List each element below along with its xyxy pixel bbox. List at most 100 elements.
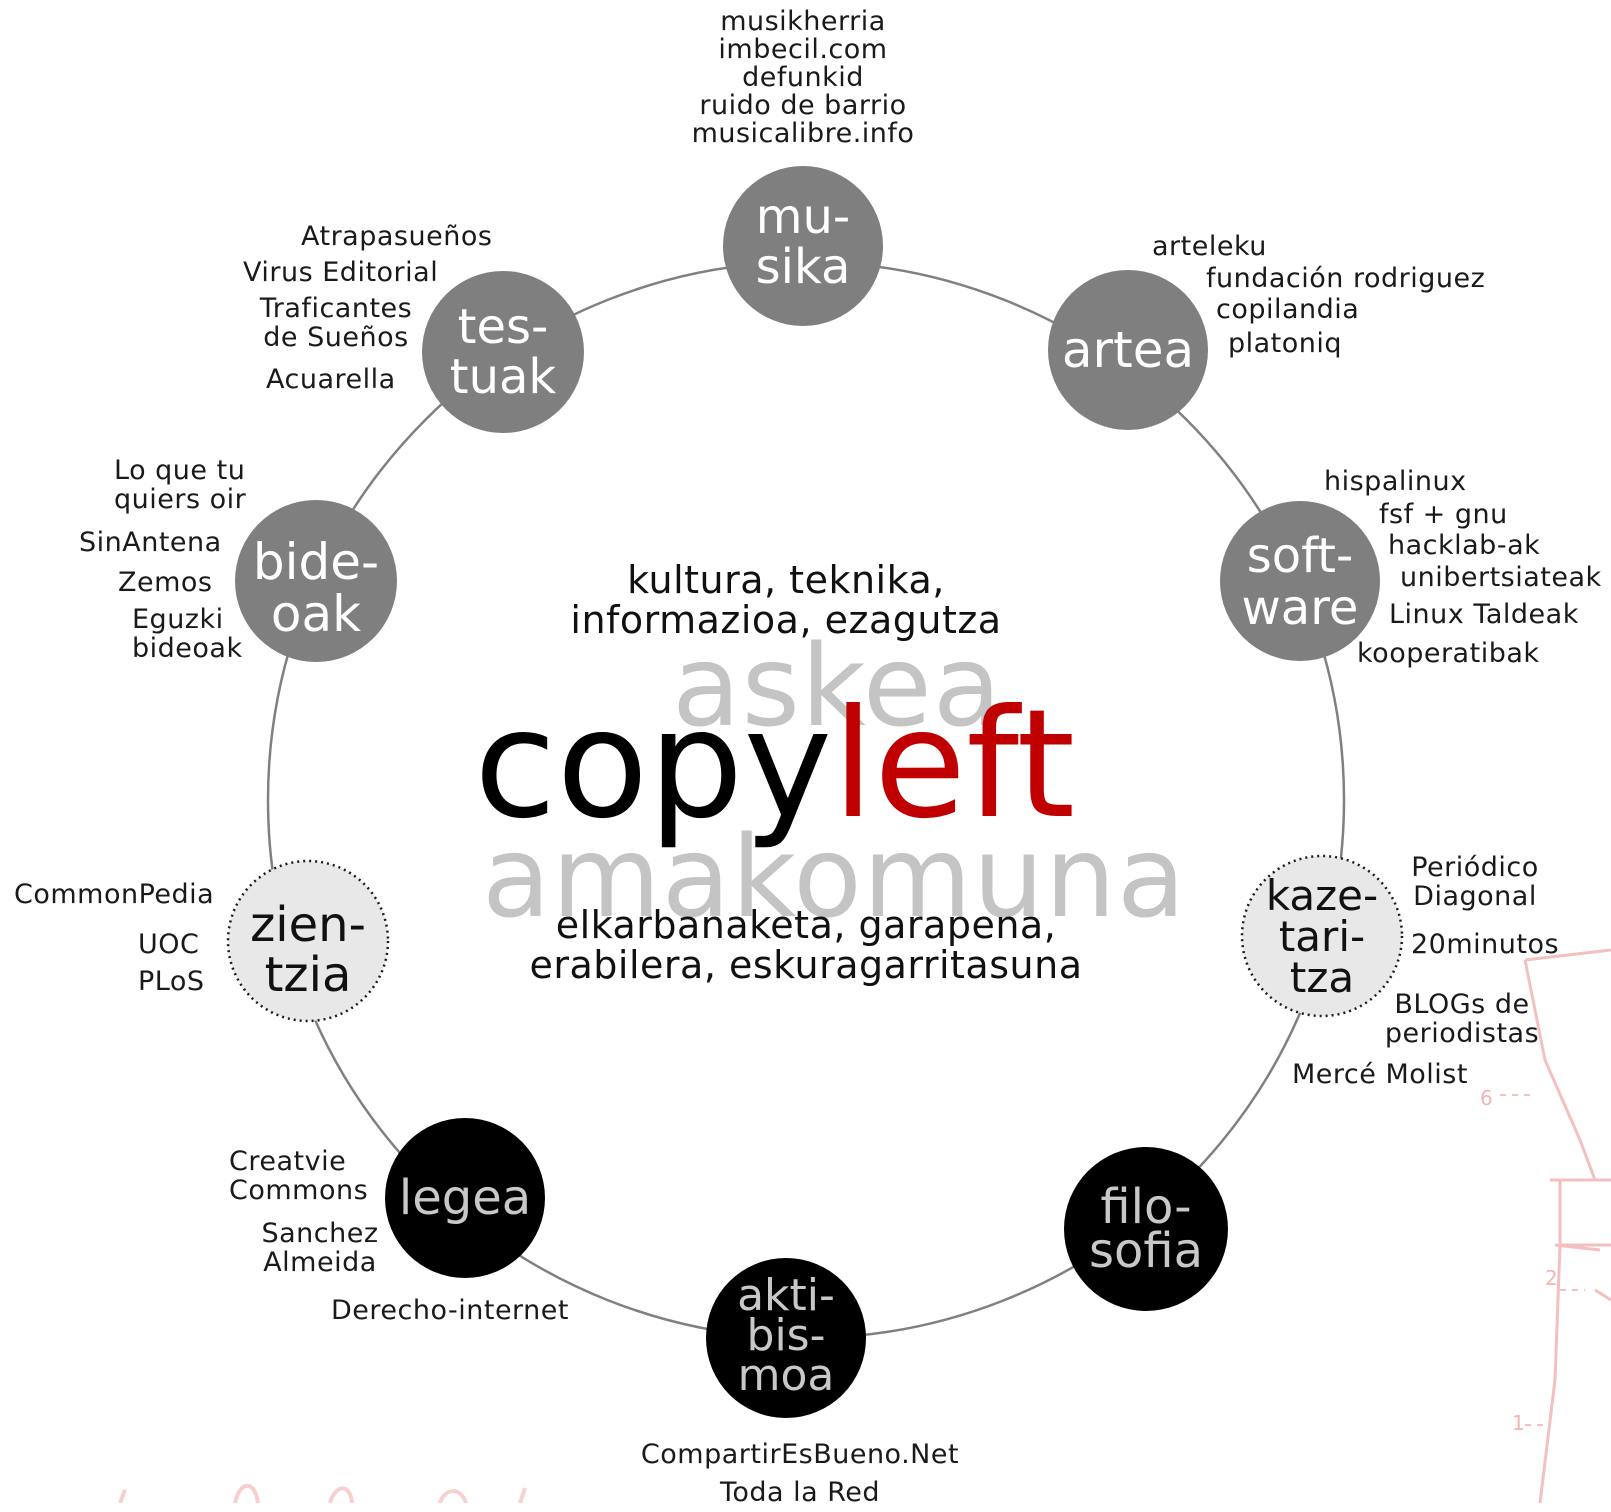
sketch-digit-1: 1 (1512, 1411, 1525, 1435)
node-line: sofia (1088, 1223, 1204, 1279)
label-item: musicalibre.info (691, 118, 915, 149)
askea-word: askea (672, 622, 1003, 752)
node-line: tza (1289, 953, 1355, 1002)
label-item: de Sueños (263, 322, 409, 353)
label-item: Commons (229, 1175, 369, 1206)
node-line: filo- (1100, 1179, 1192, 1235)
node-line: kaze- (1265, 871, 1379, 920)
node-line: sika (755, 239, 851, 295)
legea-label-cc: Creatvie Commons (229, 1147, 368, 1205)
node-line: tari- (1278, 912, 1366, 961)
node-label-zientzia: zien- tzia (223, 900, 393, 1000)
node-line: moa (737, 1350, 835, 1401)
kazetaritza-label-blogs: BLOGs de periodistas (1382, 990, 1542, 1048)
label-item: BLOGs de (1394, 989, 1530, 1020)
software-label-3: unibertsiateak (1400, 562, 1602, 593)
node-label-legea: legea (380, 1168, 550, 1228)
node-label-artea: artea (1043, 320, 1213, 380)
testuak-label-1: Virus Editorial (243, 257, 439, 288)
center-tagline-top: kultura, teknika, informazioa, ezagutza (506, 560, 1066, 640)
artea-label-1: fundación rodriguez (1206, 263, 1486, 294)
testuak-label-0: Atrapasueños (301, 221, 493, 252)
sketch-digit-6: 6 (1480, 1086, 1493, 1110)
node-label-kazetaritza: kaze- tari- tza (1242, 871, 1402, 1002)
label-item: Creatvie (229, 1146, 347, 1177)
label-item: Lo que tu (114, 455, 246, 486)
node-label-testuak: tes- tuak (418, 302, 588, 402)
center-line-4: erabilera, eskuragarritasuna (529, 943, 1083, 987)
node-circle-musika (723, 166, 883, 326)
zientzia-label-1: UOC (138, 929, 200, 960)
label-item: Sanchez (261, 1218, 379, 1249)
kazetaritza-label-20minutos: 20minutos (1411, 929, 1560, 960)
label-item: bideoak (132, 633, 243, 664)
node-line: artea (1061, 321, 1195, 379)
node-line: bis- (746, 1310, 826, 1361)
node-circle-artea (1048, 270, 1208, 430)
zientzia-label-0: CommonPedia (14, 879, 215, 910)
node-line: akti- (737, 1270, 835, 1321)
center-tagline-bottom: elkarbanaketa, garapena, erabilera, esku… (486, 905, 1126, 985)
node-label-aktibismoa: akti- bis- moa (706, 1270, 866, 1401)
copy-word: copy (474, 678, 833, 852)
center-line-3: elkarbanaketa, garapena, (555, 903, 1057, 947)
node-circle-zientzia (226, 859, 390, 1023)
copyleft-title: copyleft (474, 690, 1075, 840)
sketch-digit-2: 2 (1545, 1266, 1558, 1290)
label-item: Diagonal (1413, 881, 1537, 912)
node-line: tuak (449, 349, 557, 405)
software-label-2: hacklab-ak (1388, 530, 1541, 561)
artea-label-3: platoniq (1228, 328, 1343, 359)
node-line: zien- (250, 897, 366, 953)
musika-labels: musikherria imbecil.com defunkid ruido d… (653, 8, 953, 148)
node-label-filosofia: filo- sofia (1061, 1179, 1231, 1279)
label-item: CompartirEsBueno.Net (640, 1439, 960, 1470)
node-circle-kazetaritza (1240, 854, 1404, 1018)
node-circle-legea (385, 1118, 545, 1278)
testuak-label-traficantes: Traficantes de Sueños (250, 294, 422, 352)
software-label-5: kooperatibak (1357, 638, 1540, 669)
node-line: bide- (252, 533, 380, 591)
label-item: defunkid (742, 62, 864, 93)
kazetaritza-label-molist: Mercé Molist (1292, 1059, 1468, 1090)
node-circle-aktibismoa (706, 1258, 866, 1418)
node-line: oak (270, 585, 362, 643)
left-word: left (832, 678, 1076, 852)
node-label-musika: mu- sika (723, 192, 883, 292)
label-item: Toda la Red (719, 1477, 881, 1508)
kazetaritza-label-diagonal: Periódico Diagonal (1400, 853, 1550, 911)
bideoak-label-sinantena: SinAntena (79, 527, 222, 558)
node-label-bideoak: bide- oak (231, 536, 401, 640)
node-line: soft- (1246, 528, 1354, 584)
bideoak-label-lo-que: Lo que tu quiers oir (114, 456, 246, 514)
label-item: Almeida (263, 1247, 377, 1278)
node-circle-filosofia (1064, 1147, 1228, 1311)
node-line: tzia (264, 947, 352, 1003)
label-item: periodistas (1384, 1018, 1540, 1049)
zientzia-label-2: PLoS (138, 966, 205, 997)
software-label-1: fsf + gnu (1379, 499, 1508, 530)
label-item: Eguzki (132, 604, 224, 635)
software-label-0: hispalinux (1324, 466, 1467, 497)
software-label-4: Linux Taldeak (1389, 599, 1579, 630)
node-circle-bideoak (235, 500, 397, 662)
node-line: legea (398, 1170, 532, 1226)
node-line: mu- (755, 189, 851, 245)
label-item: quiers oir (114, 484, 247, 515)
legea-label-derecho: Derecho-internet (331, 1295, 569, 1326)
artea-label-0: arteleku (1152, 231, 1267, 262)
node-line: ware (1241, 580, 1359, 636)
label-item: musikherria (720, 6, 886, 37)
testuak-label-acuarella: Acuarella (266, 364, 396, 395)
label-item: ruido de barrio (699, 90, 907, 121)
bideoak-label-eguzki: Eguzki bideoak (132, 605, 243, 663)
center-line-1: kultura, teknika, (627, 558, 945, 602)
node-label-software: soft- ware (1215, 530, 1385, 634)
node-circle-testuak (422, 271, 584, 433)
label-item: imbecil.com (718, 34, 888, 65)
legea-label-almeida: Sanchez Almeida (250, 1219, 390, 1277)
node-line: tes- (457, 299, 549, 355)
